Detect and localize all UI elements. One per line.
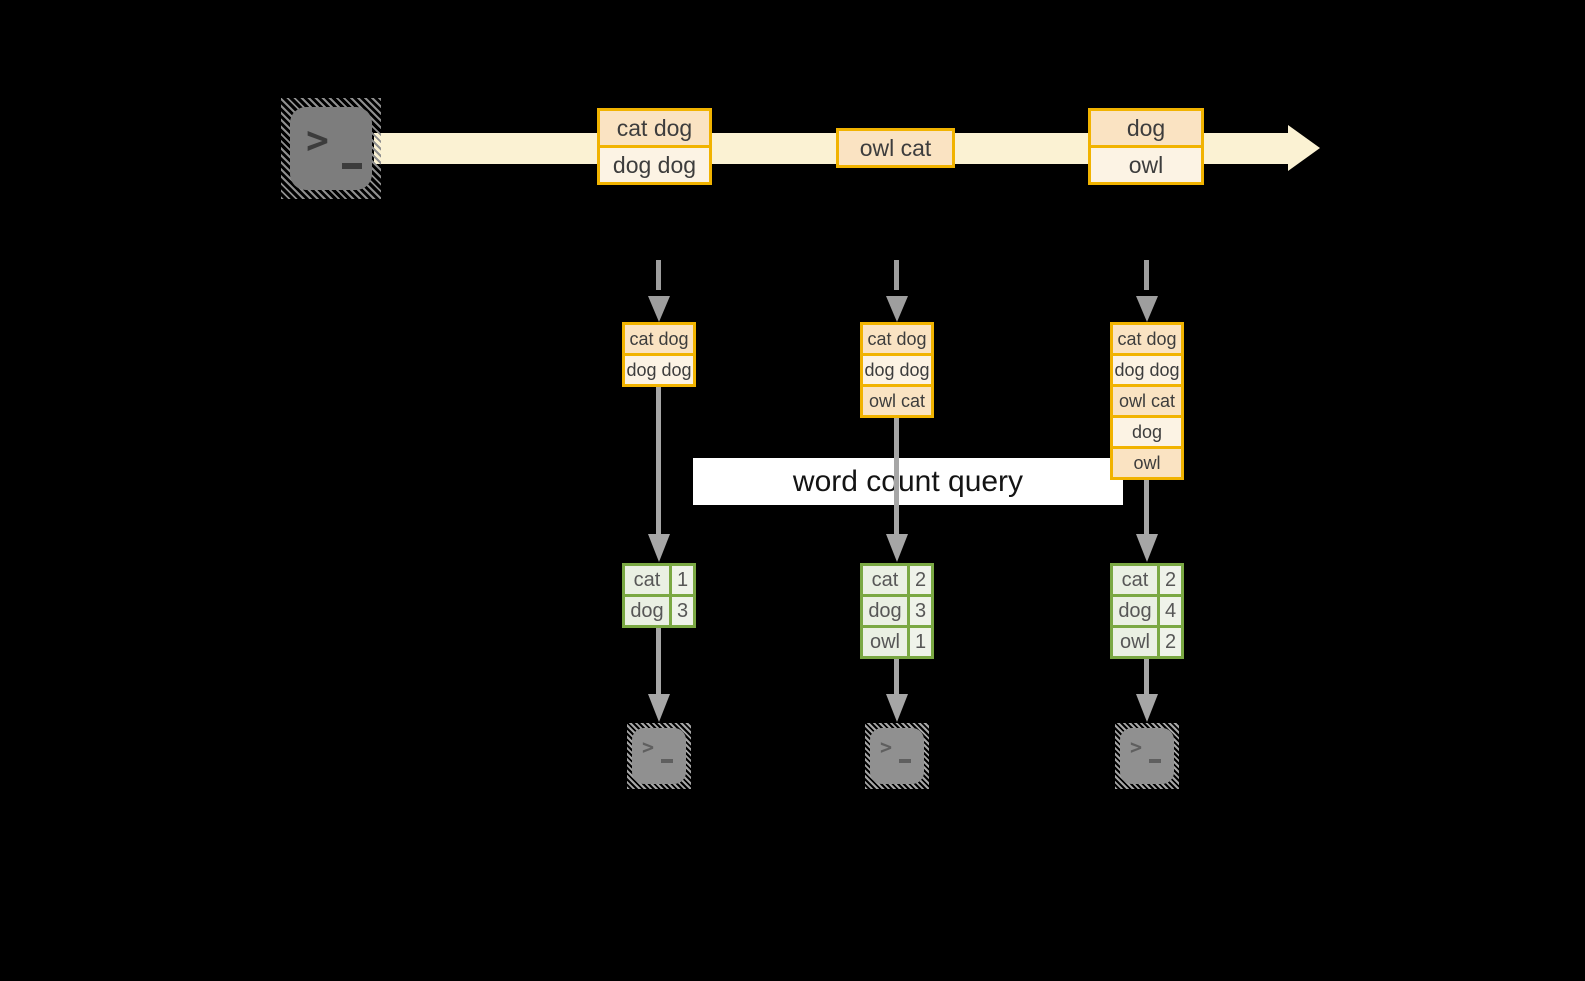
count-row: dog 3	[863, 597, 931, 625]
state-row: cat dog	[1113, 325, 1181, 353]
emit-arrow-line	[894, 659, 899, 694]
word-cell: dog	[1113, 597, 1157, 625]
terminal-body: >	[1120, 728, 1174, 784]
emit-arrowhead-icon	[1136, 694, 1158, 722]
sink-terminal-icon: >	[627, 723, 691, 789]
word-cell: owl	[1113, 628, 1157, 656]
query-arrow-line	[656, 387, 661, 534]
query-arrowhead-icon	[886, 534, 908, 562]
terminal-prompt-glyph: >	[880, 735, 893, 759]
stream-arrowhead-icon	[1288, 125, 1320, 171]
event-box-3: dog owl	[1088, 108, 1204, 185]
source-terminal-icon: >	[281, 98, 381, 199]
terminal-prompt-glyph: >	[306, 118, 329, 162]
value-cell: 3	[910, 597, 931, 625]
query-arrow-line	[1144, 480, 1149, 534]
emit-arrow-line	[1144, 659, 1149, 694]
value-cell: 2	[1160, 628, 1181, 656]
ingest-arrow-dash	[656, 260, 661, 290]
ingest-arrow-dash	[1144, 260, 1149, 290]
state-row: owl cat	[863, 384, 931, 415]
word-cell: cat	[1113, 566, 1157, 594]
query-label: word count query	[693, 458, 1123, 505]
state-row: cat dog	[625, 325, 693, 353]
count-row: dog 4	[1113, 597, 1181, 625]
query-arrowhead-icon	[648, 534, 670, 562]
event-row: owl cat	[839, 131, 952, 165]
sink-terminal-icon: >	[865, 723, 929, 789]
ingest-arrowhead-icon	[648, 296, 670, 322]
event-box-2: owl cat	[836, 128, 955, 168]
event-box-1: cat dog dog dog	[597, 108, 712, 185]
emit-arrowhead-icon	[648, 694, 670, 722]
count-row: owl 1	[863, 628, 931, 656]
state-row: owl	[1113, 446, 1181, 477]
terminal-body: >	[870, 728, 924, 784]
terminal-body: >	[290, 107, 372, 190]
count-row: cat 2	[863, 566, 931, 594]
sink-terminal-icon: >	[1115, 723, 1179, 789]
count-row: cat 1	[625, 566, 693, 594]
ingest-arrowhead-icon	[1136, 296, 1158, 322]
state-row: dog dog	[1113, 353, 1181, 384]
word-cell: cat	[863, 566, 907, 594]
query-arrowhead-icon	[1136, 534, 1158, 562]
state-box-3: cat dog dog dog owl cat dog owl	[1110, 322, 1184, 480]
state-row: dog dog	[863, 353, 931, 384]
terminal-cursor-icon	[1149, 759, 1161, 763]
state-row: dog	[1113, 415, 1181, 446]
event-row: dog dog	[600, 145, 709, 182]
value-cell: 3	[672, 597, 693, 625]
value-cell: 1	[910, 628, 931, 656]
terminal-cursor-icon	[899, 759, 911, 763]
event-row: dog	[1091, 111, 1201, 145]
value-cell: 4	[1160, 597, 1181, 625]
value-cell: 2	[1160, 566, 1181, 594]
count-row: owl 2	[1113, 628, 1181, 656]
terminal-cursor-icon	[661, 759, 673, 763]
value-cell: 2	[910, 566, 931, 594]
terminal-prompt-glyph: >	[642, 735, 655, 759]
state-row: dog dog	[625, 353, 693, 384]
ingest-arrow-dash	[894, 260, 899, 290]
state-row: cat dog	[863, 325, 931, 353]
value-cell: 1	[672, 566, 693, 594]
count-table-3: cat 2 dog 4 owl 2	[1110, 563, 1184, 659]
event-row: cat dog	[600, 111, 709, 145]
state-row: owl cat	[1113, 384, 1181, 415]
count-row: cat 2	[1113, 566, 1181, 594]
word-cell: dog	[863, 597, 907, 625]
ingest-arrowhead-icon	[886, 296, 908, 322]
emit-arrow-line	[656, 628, 661, 694]
query-arrow-line	[894, 418, 899, 534]
state-box-2: cat dog dog dog owl cat	[860, 322, 934, 418]
state-box-1: cat dog dog dog	[622, 322, 696, 387]
word-cell: owl	[863, 628, 907, 656]
terminal-body: >	[632, 728, 686, 784]
word-cell: cat	[625, 566, 669, 594]
word-cell: dog	[625, 597, 669, 625]
count-row: dog 3	[625, 597, 693, 625]
event-row: owl	[1091, 145, 1201, 182]
count-table-1: cat 1 dog 3	[622, 563, 696, 628]
terminal-cursor-icon	[342, 163, 362, 169]
terminal-prompt-glyph: >	[1130, 735, 1143, 759]
emit-arrowhead-icon	[886, 694, 908, 722]
count-table-2: cat 2 dog 3 owl 1	[860, 563, 934, 659]
